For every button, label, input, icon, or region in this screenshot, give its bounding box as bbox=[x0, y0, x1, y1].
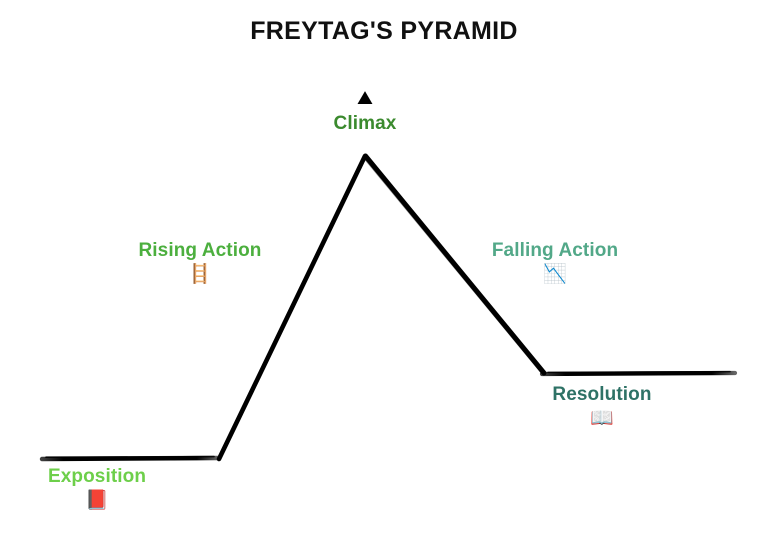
stage-rising-action: Rising Action 🪜 bbox=[110, 240, 290, 287]
falling-action-inner-stroke bbox=[365, 159, 542, 373]
exposition-baseline-highlight bbox=[45, 455, 215, 458]
closed-book-icon: 📕 bbox=[85, 489, 109, 511]
rising-action-inner-stroke bbox=[220, 158, 366, 458]
open-book-icon: 📖 bbox=[590, 407, 614, 429]
falling-action-segment bbox=[363, 153, 547, 376]
stage-climax: ⛰ Climax bbox=[275, 88, 455, 135]
stage-falling-action-label: Falling Action bbox=[491, 240, 619, 261]
stage-resolution: Resolution 📖 bbox=[512, 384, 692, 431]
resolution-baseline-highlight bbox=[547, 370, 731, 374]
stage-exposition-label: Exposition bbox=[47, 466, 147, 487]
stage-falling-action: Falling Action 📉 bbox=[465, 240, 645, 287]
exposition-baseline-segment bbox=[39, 455, 221, 462]
resolution-baseline-segment bbox=[539, 370, 738, 377]
stage-climax-label: Climax bbox=[333, 112, 397, 134]
stage-rising-action-label: Rising Action bbox=[138, 240, 262, 261]
ladder-icon: 🪜 bbox=[188, 263, 212, 285]
stage-exposition: Exposition 📕 bbox=[7, 466, 187, 513]
mountain-icon: ⛰ bbox=[357, 88, 373, 109]
page-title: FREYTAG'S PYRAMID bbox=[250, 17, 518, 45]
chart-decreasing-icon: 📉 bbox=[543, 263, 567, 285]
stage-resolution-label: Resolution bbox=[552, 384, 652, 405]
